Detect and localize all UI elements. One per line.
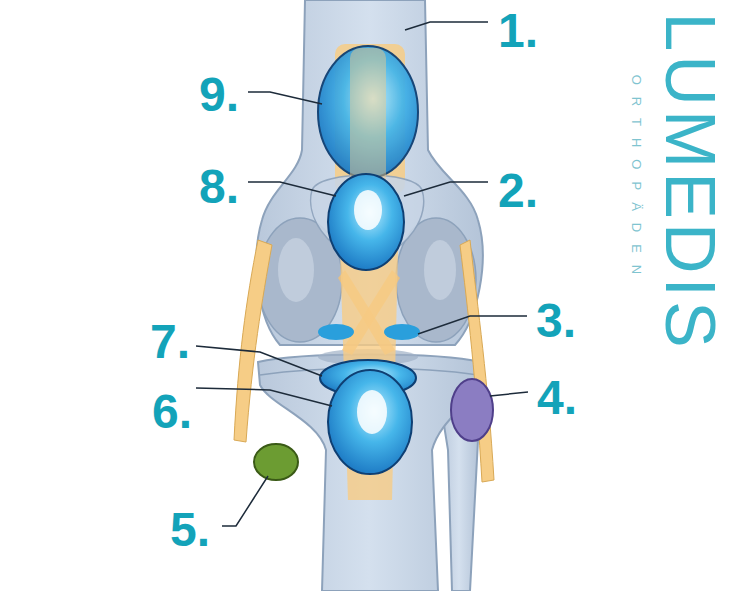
callout-number: 8. — [199, 163, 239, 211]
callout-number: 3. — [536, 297, 576, 345]
leader-lines — [196, 22, 528, 526]
ligaments — [234, 44, 494, 500]
callout-number: 1. — [498, 7, 538, 55]
callout-number: 7. — [150, 318, 190, 366]
callout-number: 6. — [152, 388, 192, 436]
watermark-subtitle: ORTHOPÄDEN — [631, 74, 644, 286]
watermark: LUMEDIS — [655, 12, 725, 351]
callout-number: 4. — [537, 374, 577, 422]
callout-number: 5. — [170, 506, 210, 554]
callout-number: 2. — [498, 167, 538, 215]
bursae — [254, 46, 493, 480]
callout-number: 9. — [199, 71, 239, 119]
